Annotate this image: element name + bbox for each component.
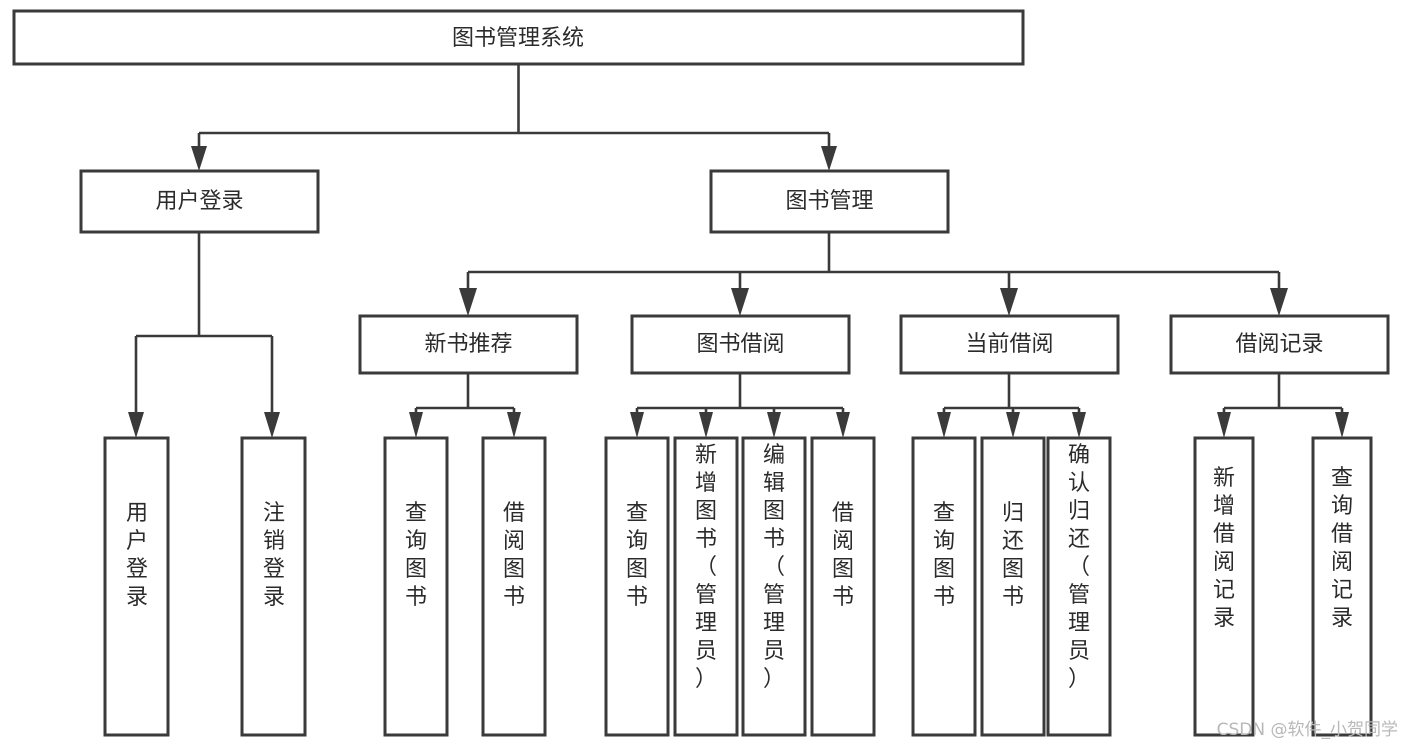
node-book-borrow-box[interactable]: [630, 314, 851, 375]
node-leaf-confirm-return-box[interactable]: [1046, 436, 1112, 737]
node-borrow-record-label: 借阅记录: [1235, 332, 1323, 357]
node-leaf-query-book-2[interactable]: 查询图书: [604, 436, 670, 737]
node-leaf-borrow-book-2[interactable]: 借阅图书: [810, 436, 876, 737]
node-book-borrow[interactable]: 图书借阅: [630, 314, 851, 375]
arrowhead-new-book-rec: [459, 288, 477, 316]
node-leaf-add-book-label: 新增图书（管理员）: [695, 443, 717, 692]
arrowhead-book-borrow: [731, 288, 749, 316]
node-user-login-box[interactable]: [79, 169, 320, 234]
node-leaf-query-book-3-box[interactable]: [911, 436, 977, 737]
arrowhead-leaf-add-book: [699, 412, 713, 438]
node-leaf-user-logout-box[interactable]: [240, 436, 307, 737]
node-leaf-query-record[interactable]: 查询借阅记录: [1311, 436, 1373, 737]
node-leaf-edit-book-label: 编辑图书（管理员）: [763, 443, 785, 692]
arrowhead-current-borrow: [1000, 288, 1018, 316]
node-book-manage[interactable]: 图书管理: [709, 169, 950, 234]
node-leaf-borrow-book-1[interactable]: 借阅图书: [481, 436, 547, 737]
node-leaf-query-book-2-label: 查询图书: [626, 501, 648, 610]
node-leaf-query-book-1-label: 查询图书: [405, 501, 427, 610]
node-leaf-return-book[interactable]: 归还图书: [980, 436, 1046, 737]
node-borrow-record[interactable]: 借阅记录: [1169, 314, 1390, 375]
node-leaf-query-book-1-box[interactable]: [383, 436, 449, 737]
node-leaf-user-login-label: 用户登录: [126, 501, 148, 610]
node-leaf-edit-book[interactable]: 编辑图书（管理员）: [741, 436, 807, 737]
arrowhead-leaf-query-book-3: [937, 412, 951, 438]
node-new-book-rec-label: 新书推荐: [424, 332, 512, 357]
csdn-watermark: CSDN @软件_小贺同学: [1217, 720, 1398, 740]
node-leaf-user-login-box[interactable]: [103, 436, 170, 737]
node-book-borrow-label: 图书借阅: [696, 332, 784, 357]
node-leaf-borrow-book-2-box[interactable]: [810, 436, 876, 737]
node-user-login-label: 用户登录: [155, 189, 243, 214]
arrowhead-leaf-borrow-book-2: [836, 412, 850, 438]
node-new-book-rec-box[interactable]: [358, 314, 579, 375]
node-leaf-confirm-return-label: 确认归还（管理员）: [1068, 443, 1090, 692]
node-leaf-add-book-box[interactable]: [673, 436, 739, 737]
node-user-login[interactable]: 用户登录: [79, 169, 320, 234]
node-book-manage-box[interactable]: [709, 169, 950, 234]
node-leaf-return-book-label: 归还图书: [1002, 501, 1024, 610]
arrowhead-leaf-query-book-1: [409, 412, 423, 438]
arrowhead-leaf-user-login: [128, 412, 144, 438]
arrowhead-leaf-query-record: [1335, 412, 1349, 438]
node-leaf-user-login[interactable]: 用户登录: [103, 436, 170, 737]
node-leaf-return-book-box[interactable]: [980, 436, 1046, 737]
arrowhead-leaf-confirm-return: [1072, 412, 1086, 438]
node-root-label: 图书管理系统: [452, 26, 584, 51]
arrowhead-leaf-user-logout: [264, 412, 280, 438]
arrowhead-book-manage: [821, 146, 837, 171]
node-borrow-record-box[interactable]: [1169, 314, 1390, 375]
arrowhead-leaf-edit-book: [767, 412, 781, 438]
node-leaf-add-book[interactable]: 新增图书（管理员）: [673, 436, 739, 737]
node-leaf-query-record-label: 查询借阅记录: [1331, 466, 1353, 631]
node-book-manage-label: 图书管理: [785, 189, 873, 214]
node-leaf-borrow-book-1-label: 借阅图书: [503, 501, 525, 610]
arrowhead-leaf-add-record: [1217, 412, 1231, 438]
arrowhead-borrow-record: [1270, 288, 1288, 316]
node-new-book-rec[interactable]: 新书推荐: [358, 314, 579, 375]
node-leaf-confirm-return[interactable]: 确认归还（管理员）: [1046, 436, 1112, 737]
node-leaf-borrow-book-2-label: 借阅图书: [832, 501, 854, 610]
node-leaf-add-record-label: 新增借阅记录: [1213, 466, 1235, 631]
arrowhead-leaf-return-book: [1006, 412, 1020, 438]
node-leaf-query-book-3[interactable]: 查询图书: [911, 436, 977, 737]
node-current-borrow[interactable]: 当前借阅: [899, 314, 1120, 375]
node-root-box[interactable]: [12, 9, 1025, 66]
node-leaf-user-logout[interactable]: 注销登录: [240, 436, 307, 737]
arrowhead-leaf-borrow-book-1: [507, 412, 521, 438]
node-leaf-query-record-box[interactable]: [1311, 436, 1373, 737]
arrowhead-leaf-query-book-2: [630, 412, 644, 438]
node-leaf-query-book-2-box[interactable]: [604, 436, 670, 737]
node-current-borrow-box[interactable]: [899, 314, 1120, 375]
node-leaf-add-record-box[interactable]: [1193, 436, 1255, 737]
node-leaf-borrow-book-1-box[interactable]: [481, 436, 547, 737]
node-leaf-query-book-1[interactable]: 查询图书: [383, 436, 449, 737]
node-leaf-user-logout-label: 注销登录: [263, 501, 285, 610]
node-leaf-edit-book-box[interactable]: [741, 436, 807, 737]
node-root[interactable]: 图书管理系统: [12, 9, 1025, 66]
edges-layer: [128, 64, 1349, 438]
node-leaf-query-book-3-label: 查询图书: [933, 501, 955, 610]
node-leaf-add-record[interactable]: 新增借阅记录: [1193, 436, 1255, 737]
node-current-borrow-label: 当前借阅: [965, 332, 1053, 357]
arrowhead-user-login: [191, 146, 207, 171]
